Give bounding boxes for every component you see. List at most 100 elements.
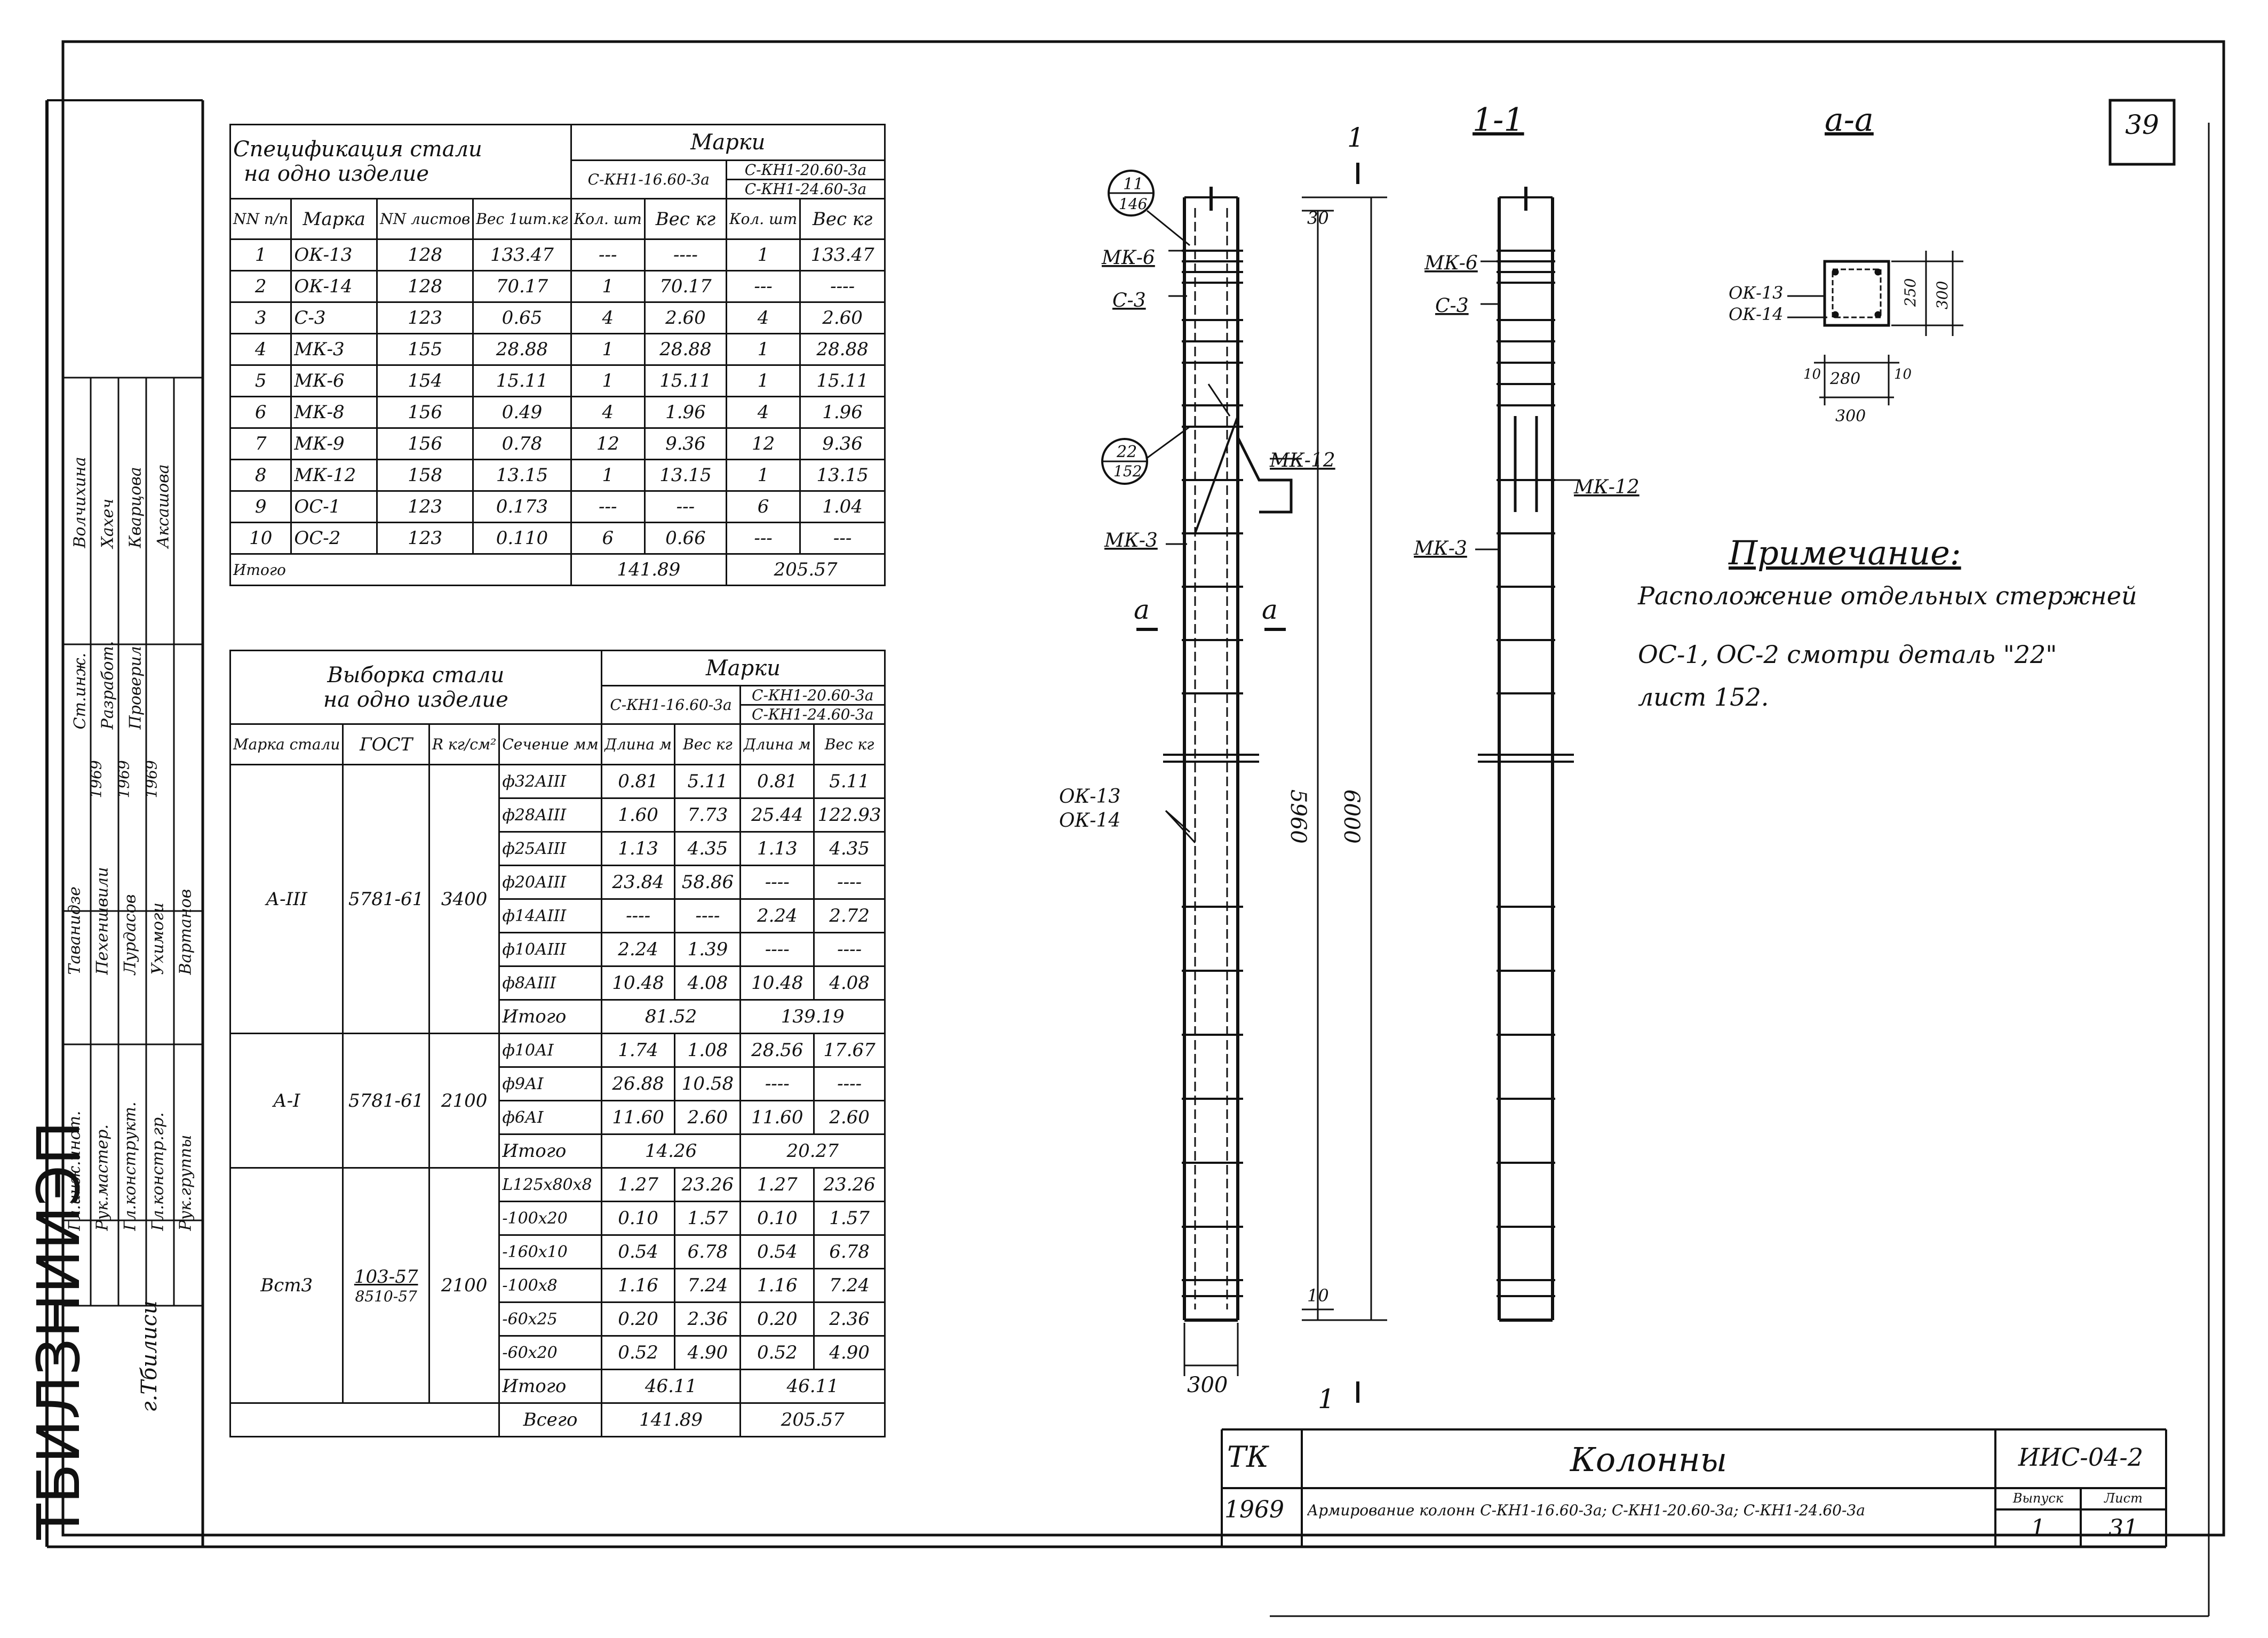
spec-cell-marka: С-3 [290,301,378,334]
dim-30: 30 [1307,208,1329,228]
vyb-itogo-a: 46.11 [600,1369,742,1404]
vyb-cell-w2: 2.36 [813,1301,886,1337]
callout-11-top: 11 [1123,175,1143,194]
label-ok13: ОК-13 [1059,786,1120,808]
vyb-vsego-b: 205.57 [739,1402,886,1437]
spec-cell-list: 128 [376,238,474,271]
spec-cell-list: 156 [376,396,474,429]
vyb-cell-w2: ---- [813,865,886,900]
spec-title-1: Спецификация стали [233,137,482,162]
spec-col-kol-b: Кол. шт [725,198,801,240]
vyb-vsego-label: Всего [498,1402,602,1437]
vyb-group-r: 2100 [428,1033,500,1169]
vyb-itogo-b: 20.27 [739,1133,886,1169]
vyb-itogo-label: Итого [498,1133,602,1169]
vyb-cell-w1: 4.08 [674,965,742,1001]
vyb-cell-d2: ---- [739,1066,815,1101]
vyb-itogo-label: Итого [498,999,602,1034]
spec-cell-list: 123 [376,301,474,334]
tb-subtitle: Армирование колонн С-КН1-16.60-3а; С-КН1… [1307,1501,1865,1519]
vyb-cell-d1: 1.74 [600,1033,676,1068]
vyb-cell-d1: 1.16 [600,1268,676,1303]
spec-cell-k2: 4 [725,396,801,429]
vyb-col-ves-b: Вес кг [813,723,886,765]
label-mk12-b: МК-12 [1573,476,1640,498]
vyb-cell-d2: ---- [739,932,815,967]
vyb-group-marka: Вст3 [229,1167,344,1404]
spec-cell-ves1: 28.88 [472,333,572,366]
vyb-cell-s: ф8АIII [498,965,602,1001]
vyb-cell-w2: 2.72 [813,898,886,933]
vyb-group-gost: 5781-61 [342,764,430,1034]
vyb-cell-d2: 0.81 [739,764,815,799]
label-ok14: ОК-14 [1059,810,1120,832]
callout-22-top: 22 [1116,443,1137,461]
spec-cell-k1: --- [570,238,646,271]
vyb-cell-d2: 11.60 [739,1100,815,1135]
section-aa-title: а-а [1825,101,1874,139]
spec-cell-ves1: 0.110 [472,522,572,555]
vyb-itogo-label: Итого [498,1369,602,1404]
spec-cell-ves1: 0.49 [472,396,572,429]
vyb-marki: Марки [600,650,886,686]
spec-cell-n: 6 [229,396,292,429]
label-mk3-a: МК-3 [1104,530,1158,552]
vyb-cell-s: ф10АIII [498,932,602,967]
vyb-cell-w1: 2.60 [674,1100,742,1135]
vyb-group-gost: 5781-61 [342,1033,430,1169]
spec-cell-marka: ОС-1 [290,490,378,523]
spec-cell-n: 1 [229,238,292,271]
vyb-cell-w1: 1.57 [674,1201,742,1236]
aa-label-ok13: ОК-13 [1729,283,1784,303]
label-c3-b: С-3 [1435,295,1469,317]
spec-cell-ves1: 15.11 [472,364,572,397]
vyb-cell-w1: 7.73 [674,797,742,833]
spec-cell-k2: 1 [725,364,801,397]
spec-cell-k1: --- [570,490,646,523]
spec-col-kol-a: Кол. шт [570,198,646,240]
vyb-itogo-a: 81.52 [600,999,742,1034]
vyb-cell-w2: ---- [813,932,886,967]
spec-table: Спецификация стали на одно изделие Марки… [229,124,886,586]
spec-cell-n: 4 [229,333,292,366]
spec-title: Спецификация стали на одно изделие [229,124,572,199]
spec-cell-ves1: 70.17 [472,270,572,303]
spec-cell-v1: 9.36 [643,427,727,460]
spec-mark-a: С-КН1-16.60-3а [570,159,727,199]
vyb-cell-d2: 1.27 [739,1167,815,1202]
spec-cell-marka: МК-6 [290,364,378,397]
vyb-vsego-blank [229,1402,499,1437]
spec-cell-n: 5 [229,364,292,397]
aa-dim-280: 280 [1829,370,1860,388]
spec-cell-v1: 1.96 [643,396,727,429]
spec-cell-list: 128 [376,270,474,303]
vyb-cell-w2: 5.11 [813,764,886,799]
spec-total-label: Итого [229,553,572,586]
spec-cell-ves1: 0.78 [472,427,572,460]
label-mk3-b: МК-3 [1413,538,1467,560]
spec-title-2: на одно изделие [244,162,429,186]
tb-tk: ТК [1227,1440,1269,1474]
aa-dim-10b: 10 [1894,366,1912,382]
vyb-col-ves-a: Вес кг [674,723,742,765]
spec-cell-n: 7 [229,427,292,460]
spec-cell-marka: МК-3 [290,333,378,366]
spec-cell-k2: 4 [725,301,801,334]
spec-cell-k1: 4 [570,396,646,429]
vyb-cell-s: ф14АIII [498,898,602,933]
vyb-col-sech: Сечение мм [498,723,602,765]
vyb-cell-w1: 1.39 [674,932,742,967]
vyb-itogo-b: 139.19 [739,999,886,1034]
vyb-cell-s: -60х20 [498,1335,602,1370]
column-elevation-1 [1136,163,1359,1403]
spec-cell-marka: МК-8 [290,396,378,429]
vyb-cell-d2: 0.20 [739,1301,815,1337]
vyb-cell-d2: 10.48 [739,965,815,1001]
